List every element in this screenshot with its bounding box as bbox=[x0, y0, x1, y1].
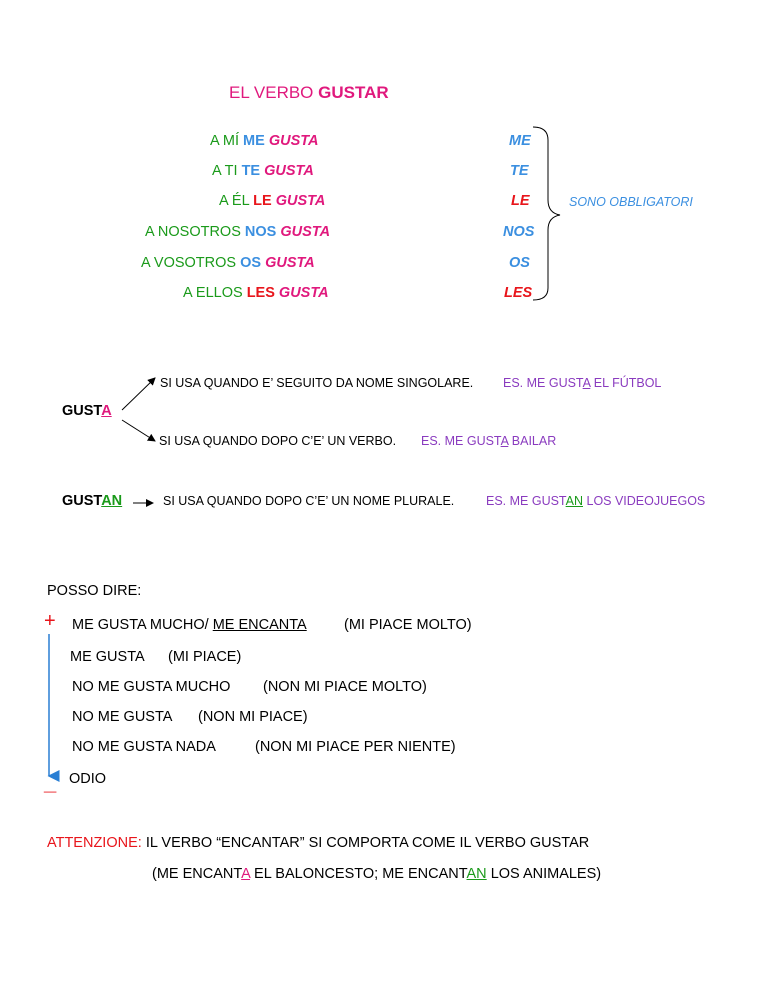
attention-example-mid: EL BALONCESTO; ME ENCANT bbox=[250, 866, 467, 882]
attention-example-post: LOS ANIMALES) bbox=[486, 866, 602, 882]
right-pronoun-os: OS bbox=[509, 255, 530, 271]
example-verb: ES. ME GUSTA BAILAR bbox=[421, 434, 556, 448]
scale-item-1: ME GUSTA MUCHO/ ME ENCANTA bbox=[72, 617, 307, 633]
scale-item-6: ODIO bbox=[69, 771, 107, 787]
curly-brace-icon bbox=[532, 126, 561, 301]
rule-verb: SI USA QUANDO DOPO C’E’ UN VERBO. bbox=[159, 434, 397, 448]
scale-item-1-it: (MI PIACE MOLTO) bbox=[344, 617, 472, 633]
row-a-mi-verb: GUSTA bbox=[264, 133, 319, 149]
row-a-ti-pronoun: TE bbox=[241, 163, 261, 179]
row-a-ellos-verb: GUSTA bbox=[274, 285, 329, 301]
example-plural-post: LOS VIDEOJUEGOS bbox=[583, 494, 706, 508]
example-plural-ending: AN bbox=[565, 494, 584, 508]
right-pronoun-le: LE bbox=[511, 193, 530, 209]
example-verb-pre: ES. ME GUST bbox=[421, 434, 501, 448]
row-a-vosotros-verb: GUSTA bbox=[261, 255, 315, 271]
scale-item-1-es: ME GUSTA MUCHO/ bbox=[72, 617, 213, 633]
example-singular-ending: A bbox=[582, 376, 591, 390]
row-a-el: A ÉL LE GUSTA bbox=[219, 193, 325, 209]
plus-sign: + bbox=[44, 610, 56, 632]
example-singular-pre: ES. ME GUST bbox=[503, 376, 583, 390]
example-singular: ES. ME GUSTA EL FÚTBOL bbox=[503, 376, 661, 390]
right-pronoun-nos: NOS bbox=[503, 224, 535, 240]
row-a-nosotros-pronoun: NOS bbox=[244, 224, 277, 240]
arrow-down-icon bbox=[121, 419, 156, 442]
rule-singular: SI USA QUANDO E’ SEGUITO DA NOME SINGOLA… bbox=[160, 376, 474, 390]
attention-text: IL VERBO “ENCANTAR” SI COMPORTA COME IL … bbox=[141, 835, 590, 851]
gusta-label: GUSTA bbox=[62, 403, 112, 419]
row-a-vosotros: A VOSOTROS OS GUSTA bbox=[141, 255, 315, 271]
row-a-mi-prefix: A MÍ bbox=[210, 133, 244, 149]
row-a-el-verb: GUSTA bbox=[271, 193, 326, 209]
row-a-ellos-prefix: A ELLOS bbox=[183, 285, 247, 301]
attention-example-ending-a: A bbox=[241, 866, 251, 882]
right-pronoun-te: TE bbox=[510, 163, 529, 179]
attention-example-pre: (ME ENCANT bbox=[152, 866, 242, 882]
scale-item-5: NO ME GUSTA NADA bbox=[72, 739, 216, 755]
title-prefix: EL VERBO bbox=[229, 83, 319, 102]
posso-dire-heading: POSSO DIRE: bbox=[47, 583, 142, 599]
row-a-el-prefix: A ÉL bbox=[219, 193, 254, 209]
attention-label: ATTENZIONE: bbox=[47, 835, 142, 851]
attention-example-ending-an: AN bbox=[466, 866, 487, 882]
brace-note: SONO OBBLIGATORI bbox=[569, 195, 693, 209]
example-singular-post: EL FÚTBOL bbox=[590, 376, 662, 390]
arrow-up-icon bbox=[121, 377, 156, 411]
scale-item-2-it: (MI PIACE) bbox=[168, 649, 242, 665]
example-verb-ending: A bbox=[500, 434, 509, 448]
scale-item-3-it: (NON MI PIACE MOLTO) bbox=[263, 679, 427, 695]
right-pronoun-les: LES bbox=[504, 285, 533, 301]
row-a-nosotros-verb: GUSTA bbox=[276, 224, 331, 240]
scale-item-4: NO ME GUSTA bbox=[72, 709, 173, 725]
attention-example: (ME ENCANTA EL BALONCESTO; ME ENCANTAN L… bbox=[152, 866, 601, 882]
row-a-vosotros-pronoun: OS bbox=[240, 255, 262, 271]
scale-item-4-it: (NON MI PIACE) bbox=[198, 709, 308, 725]
gustan-stem: GUST bbox=[62, 493, 102, 509]
example-plural: ES. ME GUSTAN LOS VIDEOJUEGOS bbox=[486, 494, 705, 508]
row-a-ellos: A ELLOS LES GUSTA bbox=[183, 285, 329, 301]
row-a-ti: A TI TE GUSTA bbox=[212, 163, 314, 179]
gusta-ending: A bbox=[101, 403, 112, 419]
row-a-ellos-pronoun: LES bbox=[246, 285, 275, 301]
row-a-nosotros-prefix: A NOSOTROS bbox=[145, 224, 245, 240]
example-verb-post: BAILAR bbox=[508, 434, 557, 448]
gusta-stem: GUST bbox=[62, 403, 102, 419]
example-plural-pre: ES. ME GUST bbox=[486, 494, 566, 508]
right-pronoun-me: ME bbox=[509, 133, 531, 149]
scale-item-5-it: (NON MI PIACE PER NIENTE) bbox=[255, 739, 456, 755]
row-a-ti-prefix: A TI bbox=[212, 163, 242, 179]
gustan-ending: AN bbox=[101, 493, 123, 509]
rule-plural: SI USA QUANDO DOPO C’E’ UN NOME PLURALE. bbox=[163, 494, 455, 508]
page-title: EL VERBO GUSTAR bbox=[229, 83, 389, 103]
row-a-el-pronoun: LE bbox=[253, 193, 272, 209]
attention-line: ATTENZIONE: IL VERBO “ENCANTAR” SI COMPO… bbox=[47, 835, 589, 851]
gustan-label: GUSTAN bbox=[62, 493, 122, 509]
row-a-mi-pronoun: ME bbox=[243, 133, 265, 149]
row-a-mi: A MÍ ME GUSTA bbox=[210, 133, 319, 149]
row-a-vosotros-prefix: A VOSOTROS bbox=[141, 255, 241, 271]
scale-item-2: ME GUSTA bbox=[70, 649, 145, 665]
row-a-nosotros: A NOSOTROS NOS GUSTA bbox=[145, 224, 330, 240]
scale-item-3: NO ME GUSTA MUCHO bbox=[72, 679, 231, 695]
row-a-ti-verb: GUSTA bbox=[260, 163, 314, 179]
scale-item-1-es-underlined: ME ENCANTA bbox=[212, 617, 307, 633]
title-verb: GUSTAR bbox=[318, 83, 389, 102]
